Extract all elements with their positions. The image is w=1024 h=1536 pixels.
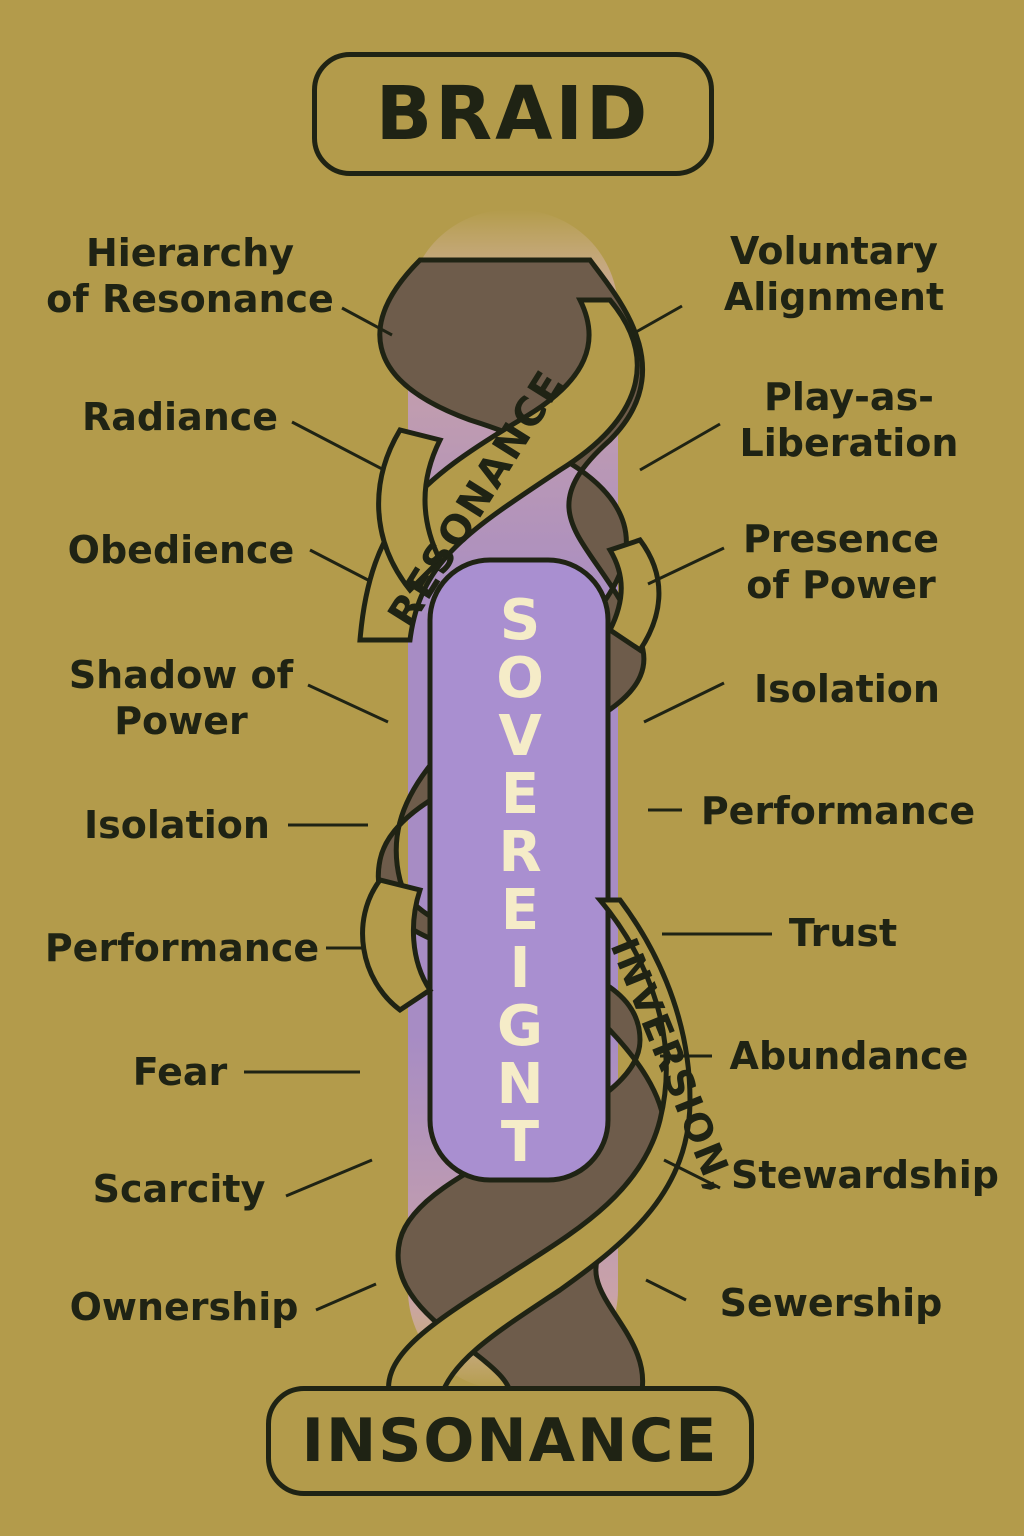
connector-right-3 <box>647 546 725 586</box>
left-label-3: Obedience <box>67 528 295 572</box>
center-letter: G <box>497 994 543 1059</box>
right-label-1: Voluntary Alignment <box>723 229 945 319</box>
left-label-7: Fear <box>132 1050 228 1094</box>
center-letter: R <box>498 820 542 885</box>
strand-left-loop-2 <box>360 877 434 1014</box>
center-letter: I <box>509 936 531 1001</box>
right-label-8: Stewardship <box>731 1153 999 1197</box>
center-letter: E <box>500 878 540 943</box>
connector-lines <box>244 304 772 1312</box>
connector-right-4 <box>643 681 725 724</box>
left-label-8: Scarcity <box>92 1167 266 1211</box>
connector-left-9 <box>315 1282 377 1312</box>
connector-left-2 <box>291 420 385 472</box>
connector-left-8 <box>285 1158 373 1198</box>
center-letter: S <box>499 588 541 653</box>
left-label-5: Isolation <box>84 803 270 847</box>
connector-left-3 <box>309 548 369 582</box>
right-label-7: Abundance <box>729 1034 969 1078</box>
center-letter: E <box>500 762 540 827</box>
center-word-sovereignt: S O V E R E I G N T <box>470 592 570 1172</box>
connector-left-1 <box>341 306 393 337</box>
connector-left-4 <box>307 683 389 724</box>
left-label-6: Performance <box>44 926 320 970</box>
connector-right-8 <box>663 1158 721 1190</box>
sovereignty-panel <box>427 557 611 1183</box>
left-label-1: Hierarchy of Resonance <box>46 231 334 321</box>
center-letter: T <box>500 1110 540 1175</box>
strand-right-loop-1 <box>606 537 662 654</box>
connector-right-9 <box>645 1278 687 1302</box>
right-label-3: Presence of Power <box>742 517 940 607</box>
right-label-6: Trust <box>788 911 898 955</box>
left-label-9: Ownership <box>69 1285 299 1329</box>
right-label-9: Sewership <box>719 1281 943 1325</box>
title-braid: BRAID <box>312 52 714 176</box>
center-letter: N <box>496 1052 544 1117</box>
title-insonance: INSONANCE <box>266 1386 754 1496</box>
right-label-4: Isolation <box>754 667 940 711</box>
strand-left-loop-1 <box>376 427 444 594</box>
connector-right-1 <box>635 304 683 334</box>
right-label-5: Performance <box>700 789 976 833</box>
center-letter: O <box>496 646 544 711</box>
left-label-4: Shadow of Power <box>68 653 294 743</box>
center-letter: V <box>498 704 542 769</box>
connector-right-2 <box>639 422 721 472</box>
left-label-2: Radiance <box>81 395 279 439</box>
right-label-2: Play-as- Liberation <box>739 375 959 465</box>
